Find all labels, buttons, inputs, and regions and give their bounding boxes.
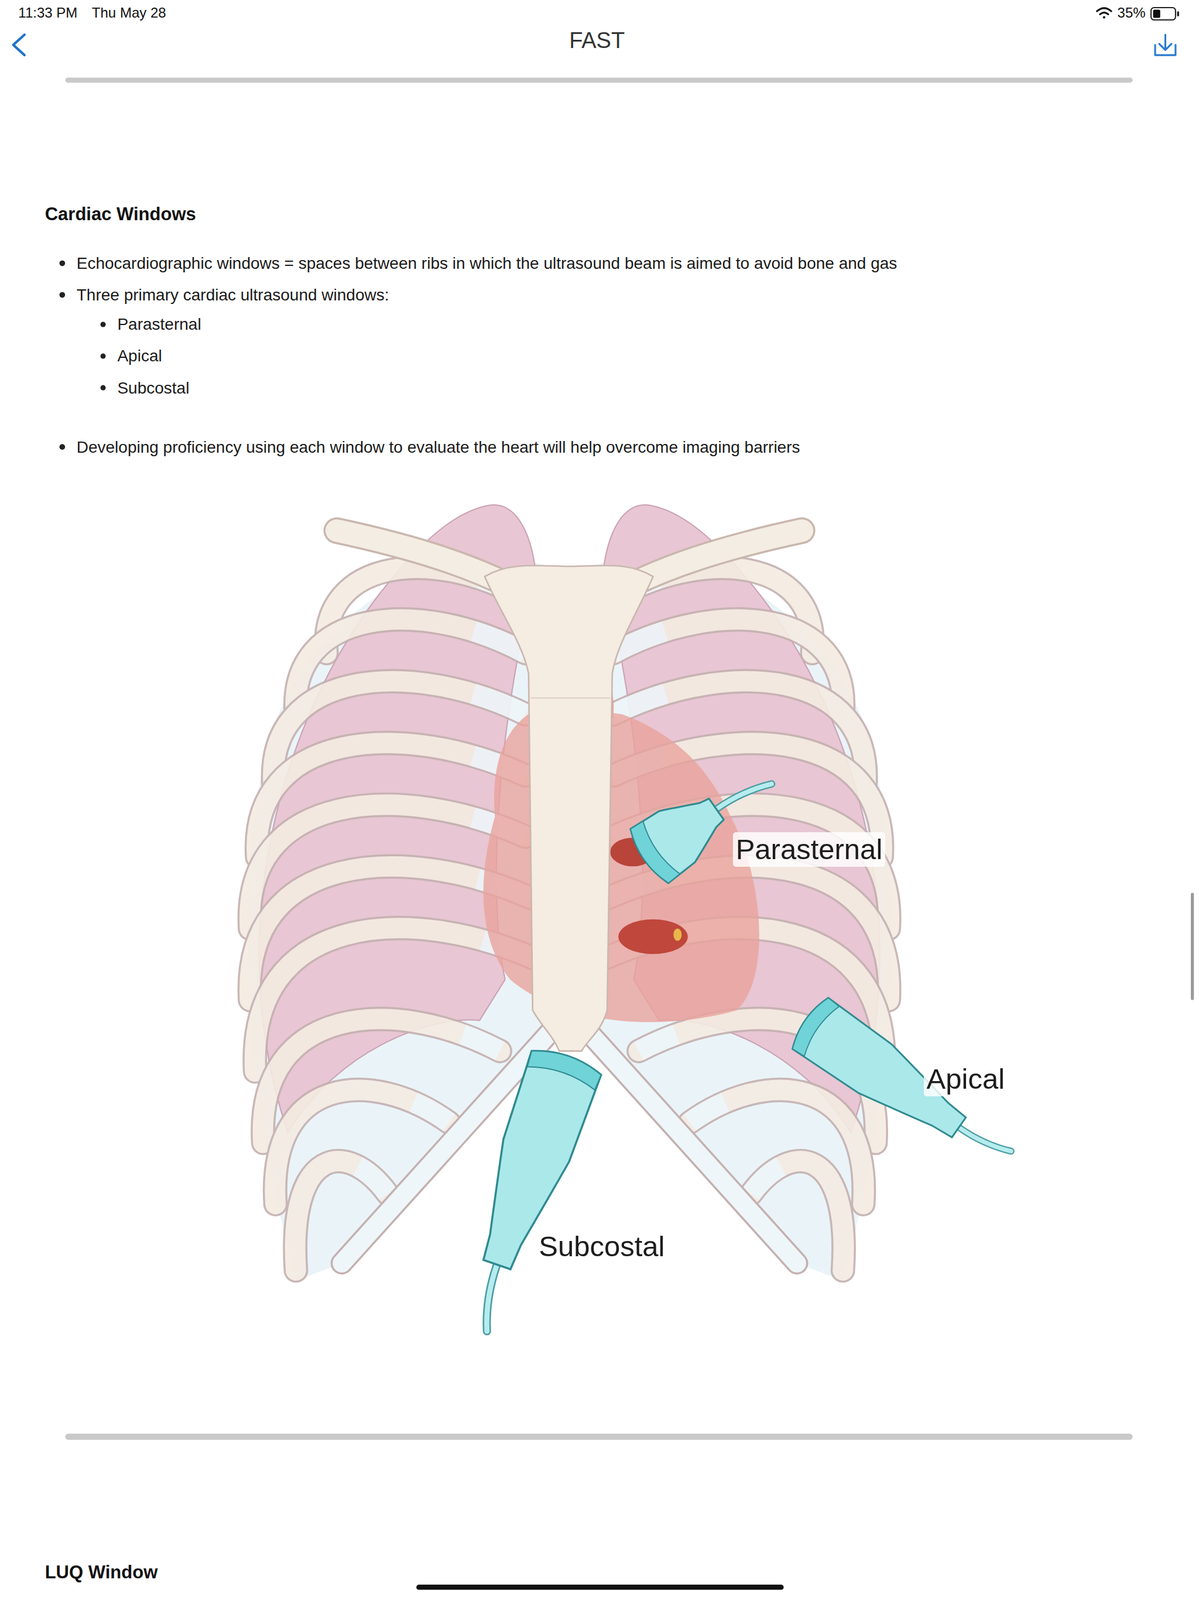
probe-cord bbox=[716, 774, 772, 818]
divider-bar bbox=[65, 77, 1133, 83]
bullet-dot bbox=[59, 292, 65, 298]
battery-level bbox=[1153, 9, 1161, 19]
section-heading: Cardiac Windows bbox=[45, 203, 197, 225]
probe-cord bbox=[475, 1263, 509, 1331]
divider-bar bbox=[65, 1433, 1133, 1440]
heart bbox=[483, 644, 760, 1022]
ultrasound-probe bbox=[440, 1043, 604, 1339]
probe-head bbox=[526, 1043, 604, 1091]
battery-icon bbox=[1150, 7, 1176, 20]
section-heading: LUQ Window bbox=[45, 1560, 159, 1583]
probe-body bbox=[625, 781, 736, 887]
home-indicator bbox=[416, 1584, 784, 1590]
scroll-bar bbox=[1190, 892, 1194, 1000]
bullet-text: Echocardiographic windows = spaces betwe… bbox=[76, 253, 898, 274]
bullet-dot bbox=[100, 321, 106, 328]
nav-title: FAST bbox=[569, 27, 625, 55]
bullet-dot bbox=[100, 385, 106, 391]
window-label: Subcostal bbox=[535, 1228, 668, 1264]
probe-cord-outline bbox=[716, 774, 772, 818]
window-label: Apical bbox=[923, 1061, 1008, 1096]
costal-margin-outline bbox=[582, 1025, 797, 1263]
download-icon bbox=[1155, 34, 1176, 56]
wifi-icon bbox=[1097, 8, 1112, 19]
heart-outline bbox=[483, 703, 760, 1022]
bullet-dot bbox=[100, 353, 106, 359]
bullet-text: Developing proficiency using each window… bbox=[76, 437, 801, 458]
costal-margin bbox=[582, 1025, 797, 1263]
probe-cord bbox=[958, 1118, 1012, 1160]
status-date: Thu May 28 bbox=[91, 4, 167, 22]
wifi-arc bbox=[1100, 12, 1109, 15]
battery-percent: 35% bbox=[1117, 4, 1146, 22]
bullet-dot bbox=[59, 260, 65, 267]
battery-tip bbox=[1177, 11, 1180, 17]
sub-bullet-text: Parasternal bbox=[117, 314, 201, 335]
probe-head bbox=[787, 994, 840, 1057]
heart-chamber bbox=[618, 919, 688, 954]
probe-cord-outline bbox=[475, 1263, 509, 1331]
probe-cord-outline bbox=[958, 1118, 1012, 1160]
ultrasound-probe bbox=[787, 994, 1023, 1185]
sternal-angle bbox=[530, 697, 611, 699]
wifi-arc bbox=[1097, 8, 1112, 12]
window-label: Parasternal bbox=[732, 831, 886, 867]
sub-bullet-text: Subcostal bbox=[117, 378, 190, 399]
back-chevron bbox=[13, 34, 25, 56]
sub-bullet-text: Apical bbox=[117, 346, 162, 366]
download-arrow bbox=[1159, 34, 1172, 50]
ribcage-illustration bbox=[247, 504, 1023, 1339]
wifi-dot bbox=[1102, 16, 1106, 19]
status-time: 11:33 PM bbox=[18, 4, 78, 22]
probe-head bbox=[625, 820, 681, 887]
bullet-dot bbox=[59, 443, 65, 450]
valve bbox=[673, 928, 682, 941]
sternum bbox=[484, 565, 654, 1051]
bullet-text: Three primary cardiac ultrasound windows… bbox=[76, 285, 390, 306]
